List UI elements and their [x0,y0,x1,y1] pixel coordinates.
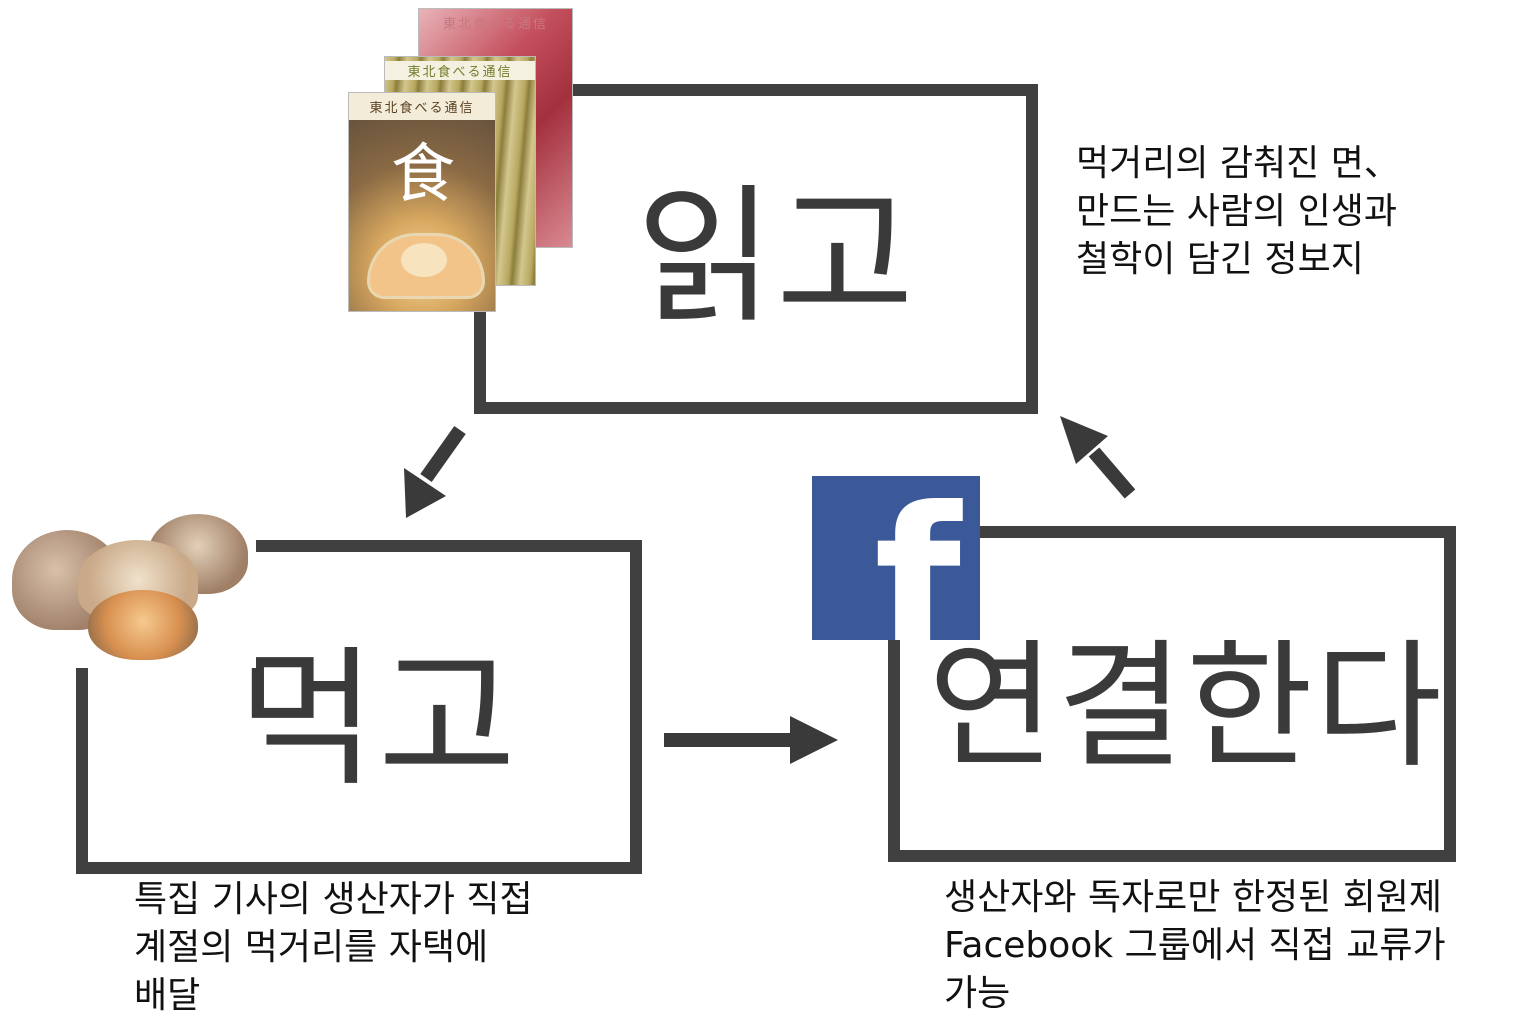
eat-label: 먹고 [238,633,519,807]
magazine-cover-glyph: 食 [391,138,455,212]
magazine-front: 東北食べる通信 食 [348,92,496,312]
read-caption: 먹거리의 감춰진 면、 만드는 사람의 인생과 철학이 담긴 정보지 [1076,143,1400,280]
connect-label: 연결한다 [928,626,1444,787]
facebook-f-glyph: f [874,476,962,641]
magazine-middle-title: 東北食べる通信 [385,61,535,80]
magazine-stack-image: 東北食べる通信 東北食べる通信 東北食べる通信 食 [348,8,578,316]
scallop-image [8,510,256,668]
scallop-meat [401,243,447,277]
connect-caption: 생산자와 독자로만 한정된 회원제 Facebook 그룹에서 직접 교류가 가… [944,877,1446,1014]
connect-box [888,526,1456,862]
read-label: 읽고 [636,171,917,345]
facebook-icon: f [812,476,980,640]
magazine-back-title: 東北食べる通信 [442,17,548,32]
eat-caption: 특집 기사의 생산자가 직접 계절의 먹거리를 자택에 배달 [134,879,533,1016]
shell-bottom [88,590,198,660]
magazine-front-title: 東北食べる通信 [349,93,495,120]
